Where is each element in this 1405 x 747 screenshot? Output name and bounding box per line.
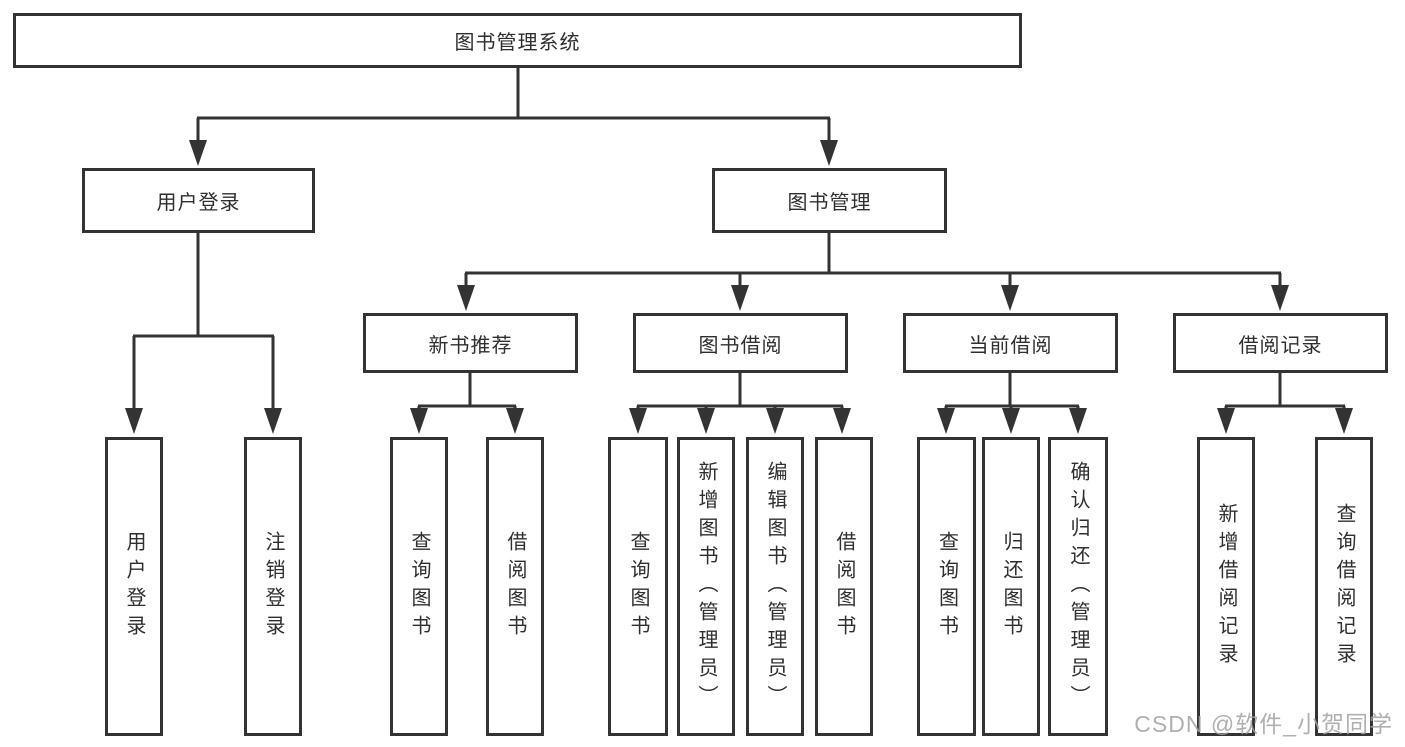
node-borrowing-records: 借阅记录 — [1173, 313, 1388, 373]
leaf-label: 新增借阅记录 — [1215, 502, 1237, 671]
leaf-label: 查询借阅记录 — [1333, 502, 1355, 671]
leaf-label: 查询图书 — [408, 530, 430, 643]
leaf-add-books-admin: 新增图书（管理员） — [677, 437, 735, 736]
leaf-label: 用户登录 — [123, 530, 145, 643]
leaf-user-login: 用户登录 — [105, 437, 163, 736]
arrowheads — [125, 140, 1353, 434]
leaf-confirm-return-admin: 确认归还（管理员） — [1048, 437, 1108, 736]
leaf-label: 借阅图书 — [833, 530, 855, 643]
leaf-borrow-books-borrowing: 借阅图书 — [815, 437, 873, 736]
node-label: 图书管理 — [787, 192, 872, 214]
leaf-label: 查询图书 — [935, 530, 958, 643]
node-book-borrowing: 图书借阅 — [633, 313, 848, 373]
node-label: 图书管理系统 — [454, 32, 581, 54]
leaf-add-borrow-record: 新增借阅记录 — [1197, 437, 1255, 736]
leaf-query-books-current: 查询图书 — [917, 437, 976, 736]
node-label: 当前借阅 — [968, 334, 1053, 357]
node-book-management: 图书管理 — [712, 168, 947, 233]
leaf-return-books: 归还图书 — [982, 437, 1040, 736]
leaf-label: 确认归还（管理员） — [1067, 460, 1089, 713]
node-library-management-system: 图书管理系统 — [13, 13, 1022, 68]
leaf-edit-books-admin: 编辑图书（管理员） — [746, 437, 804, 736]
csdn-watermark: CSDN @软件_小贺同学 — [1134, 711, 1393, 737]
node-user-login: 用户登录 — [82, 168, 315, 233]
leaf-query-books-recommend: 查询图书 — [390, 437, 448, 736]
leaf-logout: 注销登录 — [244, 437, 302, 736]
node-new-book-recommendation: 新书推荐 — [363, 313, 578, 373]
leaf-label: 归还图书 — [1000, 530, 1022, 643]
leaf-label: 查询图书 — [627, 530, 649, 643]
leaf-query-borrow-record: 查询借阅记录 — [1315, 437, 1373, 736]
node-label: 图书借阅 — [698, 334, 783, 357]
leaf-borrow-books-recommend: 借阅图书 — [486, 437, 544, 736]
node-label: 新书推荐 — [428, 334, 513, 357]
node-current-borrowing: 当前借阅 — [903, 313, 1118, 373]
leaf-label: 新增图书（管理员） — [695, 460, 717, 713]
node-label: 借阅记录 — [1238, 334, 1323, 357]
leaf-label: 借阅图书 — [504, 530, 526, 643]
leaf-label: 编辑图书（管理员） — [764, 460, 786, 713]
node-label: 用户登录 — [156, 192, 241, 214]
leaf-query-books-borrowing: 查询图书 — [608, 437, 668, 736]
leaf-label: 注销登录 — [262, 530, 284, 643]
